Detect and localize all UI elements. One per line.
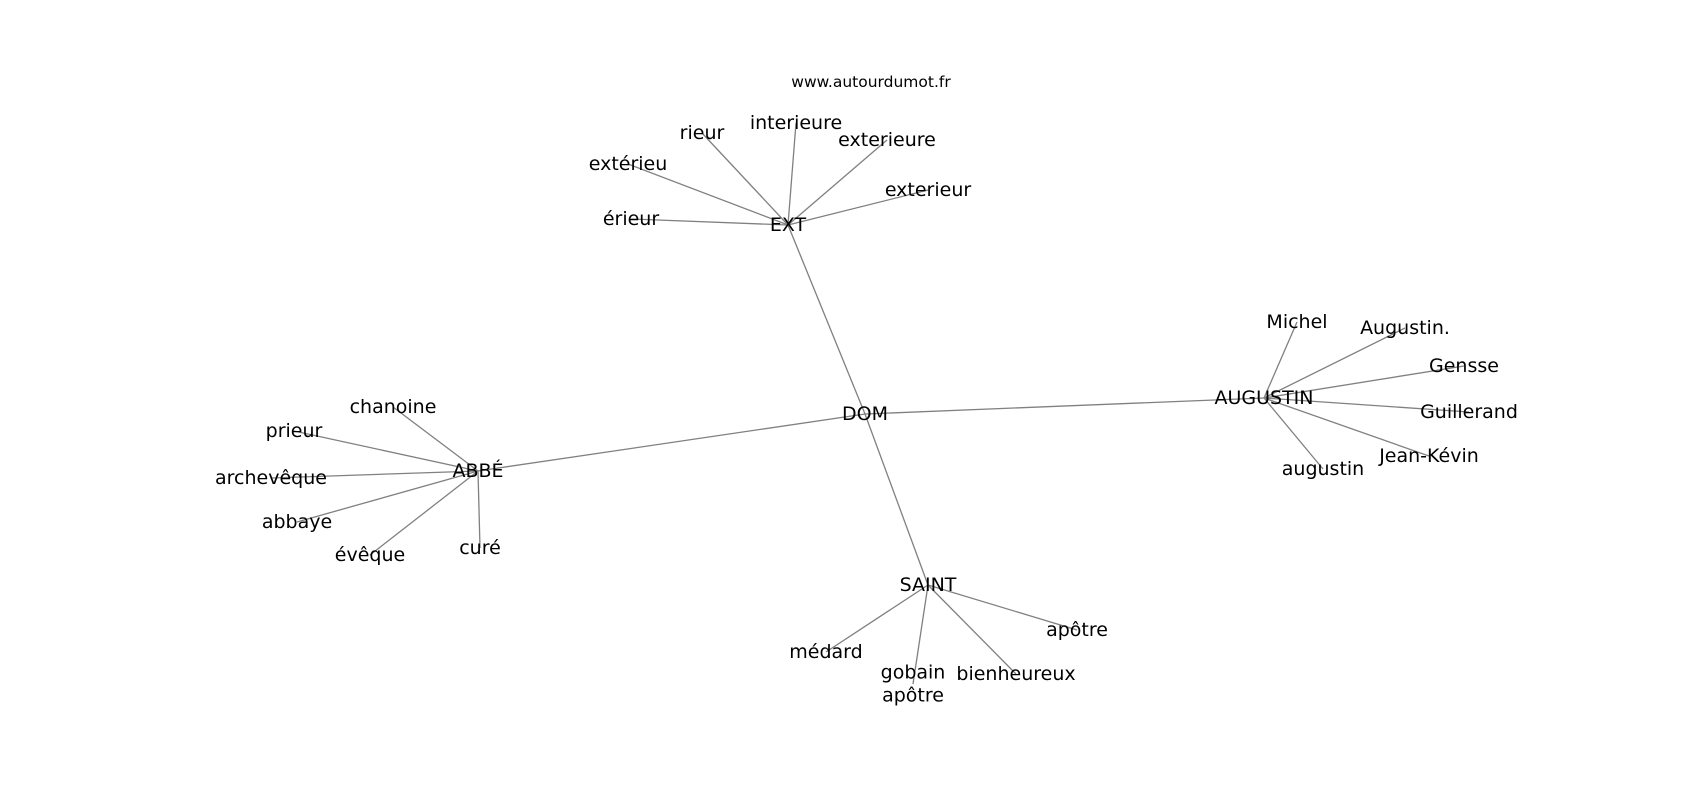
node-label-apotre: apôtre [1046,619,1108,641]
edge-ext-interieure [787,122,797,226]
edge-abbe-archeveque [270,470,479,479]
edge-augustin_hub-augustin_lc [1263,397,1324,470]
edge-saint-apotre [927,584,1078,631]
edge-abbe-abbaye [296,470,479,523]
node-label-exterieur: exterieur [885,179,972,201]
edge-ext-exterieur [787,189,929,226]
site-url-label: www.autourdumot.fr [791,73,951,91]
edge-saint-bienheureux [927,584,1017,675]
edge-ext-exterieu_acc [627,163,789,226]
edge-dom-saint [864,413,929,586]
node-label-erieur: érieur [603,208,660,230]
graph-edges [270,122,1470,685]
node-label-chanoine: chanoine [350,396,437,418]
node-label-dom: DOM [842,403,888,425]
node-label-medard: médard [789,641,862,663]
node-label-augustin_lc: augustin [1282,458,1364,480]
edge-ext-rieur [701,132,789,226]
node-label-abbaye: abbaye [262,511,332,533]
node-label-abbe: ABBÉ [452,459,503,482]
node-label-michel: Michel [1266,311,1327,333]
edge-augustin_hub-augustin_dot [1263,327,1406,399]
node-label-archeveque: archevêque [215,467,327,489]
node-label-jean_kevin: Jean-Kévin [1378,445,1479,467]
node-label-interieure: interieure [750,112,842,134]
node-label-augustin_dot: Augustin. [1360,317,1450,339]
edge-ext-exterieure [787,139,888,226]
node-label-gensse: Gensse [1429,355,1499,377]
node-label-rieur: rieur [680,122,725,144]
edge-ext-erieur [630,218,789,226]
edge-augustin_hub-michel [1263,321,1298,399]
edge-saint-gobain_apotre [912,584,929,685]
edge-augustin_hub-guillerand [1263,397,1470,413]
node-label-augustin_hub: AUGUSTIN [1214,387,1313,409]
edge-augustin_hub-gensse [1263,365,1465,399]
edge-abbe-eveque [369,470,479,556]
node-label-guillerand: Guillerand [1420,401,1518,423]
node-label-exterieu_acc: extérieu [589,153,668,175]
edge-saint-medard [825,584,929,653]
edge-dom-abbe [477,413,866,472]
node-label-prieur: prieur [266,420,323,442]
node-label-ext: EXT [770,214,807,236]
node-label-eveque: évêque [335,544,405,566]
node-label-bienheureux: bienheureux [956,663,1075,685]
node-label-saint: SAINT [900,574,957,596]
node-label-cure: curé [459,537,501,559]
edge-abbe-prieur [293,430,479,472]
edge-abbe-cure [477,470,481,549]
edge-dom-augustin_hub [864,397,1265,415]
edge-augustin_hub-jean_kevin [1263,397,1430,457]
node-label-exterieure: exterieure [838,129,936,151]
edge-abbe-chanoine [392,406,479,472]
edge-dom-ext [787,224,866,415]
